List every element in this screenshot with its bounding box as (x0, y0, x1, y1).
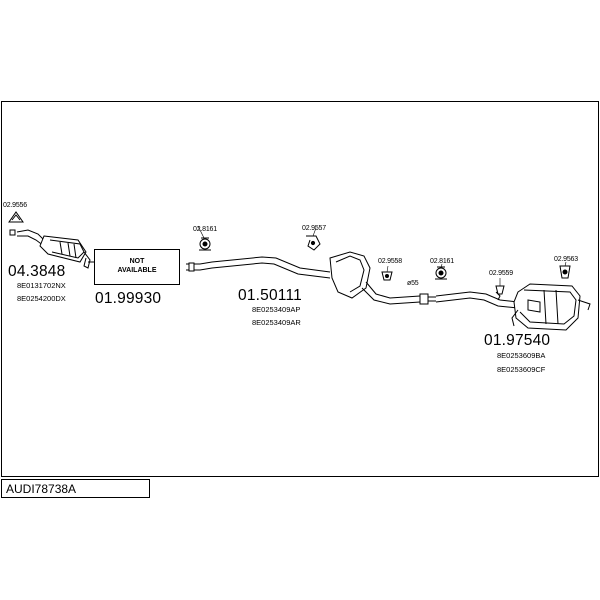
hanger-02-9557-icon (306, 235, 321, 251)
clamp-02-9558-icon (381, 271, 393, 281)
rear-silencer-icon (435, 283, 591, 331)
fitting-02-9556-icon (8, 211, 24, 236)
pipe-clamp-icon (419, 293, 436, 305)
oem-number: 8E0253409AP (252, 305, 301, 314)
pipe-diameter-label: ø55 (407, 280, 419, 287)
model-code: AUDI78738A (1, 479, 150, 498)
hanger-02-8161-icon (199, 237, 211, 251)
not-available-box: NOT AVAILABLE (94, 249, 180, 285)
diagram-frame (1, 101, 599, 477)
middle-silencer-icon (186, 251, 421, 305)
hanger-02-8161-right-icon (435, 266, 447, 280)
oem-number: 8E0253609CF (497, 365, 546, 374)
fitting-label-02-8161[interactable]: 02.8161 (193, 226, 217, 233)
catalytic-converter-icon (16, 229, 94, 269)
oem-number: 8E0131702NX (17, 281, 66, 290)
fitting-label-02-9563[interactable]: 02.9563 (554, 256, 578, 263)
part-number-01-50111[interactable]: 01.50111 (238, 287, 302, 304)
oem-number: 8E0253609BA (497, 351, 546, 360)
fitting-label-02-9557[interactable]: 02.9557 (302, 225, 326, 232)
fitting-label-02-9558[interactable]: 02.9558 (378, 258, 402, 265)
fitting-label-02-8161-right[interactable]: 02.8161 (430, 258, 454, 265)
leader-lines (197, 225, 567, 286)
part-number-01-99930[interactable]: 01.99930 (95, 290, 162, 307)
part-number-01-97540[interactable]: 01.97540 (484, 332, 551, 349)
not-available-line: AVAILABLE (117, 267, 157, 274)
hanger-02-9563-icon (559, 265, 571, 279)
part-number-04-3848[interactable]: 04.3848 (8, 263, 66, 280)
fitting-label-02-9556[interactable]: 02.9556 (3, 202, 27, 209)
oem-number: 8E0254200DX (17, 294, 66, 303)
oem-number: 8E0253409AR (252, 318, 301, 327)
hanger-02-9559-icon (495, 285, 505, 295)
not-available-line: NOT (129, 258, 145, 266)
fitting-label-02-9559[interactable]: 02.9559 (489, 270, 513, 277)
